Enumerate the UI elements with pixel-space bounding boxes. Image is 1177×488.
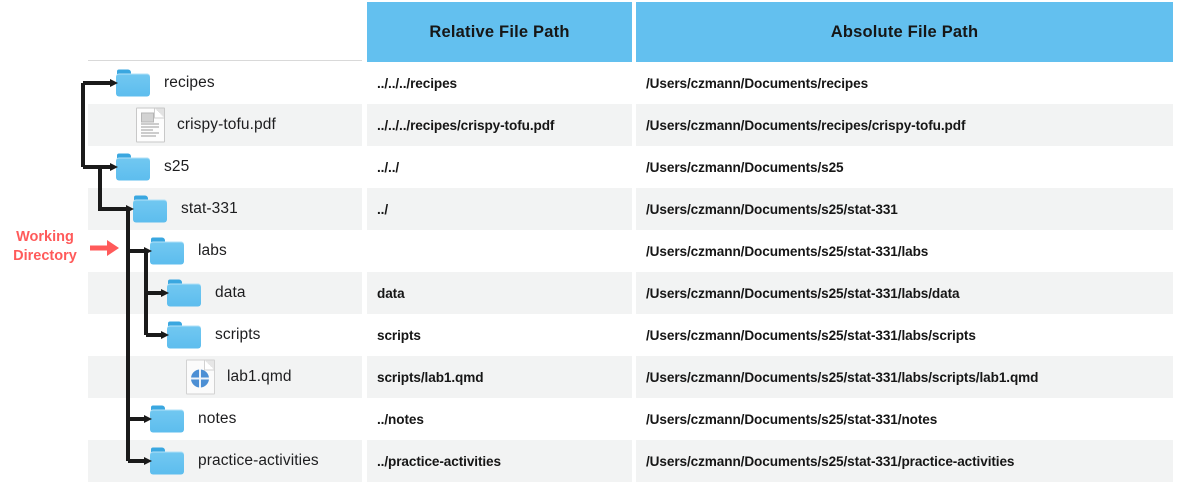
tree-item-label: practice-activities: [198, 452, 319, 469]
tree-row[interactable]: practice-activities: [88, 440, 362, 482]
cell-absolute-path: /Users/czmann/Documents/s25/stat-331: [636, 188, 1173, 230]
tree-item-label: lab1.qmd: [227, 368, 292, 385]
table-row: ../notes /Users/czmann/Documents/s25/sta…: [367, 398, 1173, 440]
table-row: ../../ /Users/czmann/Documents/s25: [367, 146, 1173, 188]
cell-relative-path: ../../: [377, 159, 400, 175]
cell-absolute-path: /Users/czmann/Documents/s25/stat-331/lab…: [646, 327, 976, 343]
tree-row[interactable]: stat-331: [88, 188, 362, 230]
tree-row[interactable]: s25: [88, 146, 362, 188]
tree-row[interactable]: data: [88, 272, 362, 314]
cell-relative-path: ../notes: [377, 411, 424, 427]
tree-row[interactable]: recipes: [88, 62, 362, 104]
table-row: ../ /Users/czmann/Documents/s25/stat-331: [367, 188, 1173, 230]
cell-relative-path: scripts/lab1.qmd: [367, 356, 632, 398]
pdf-document-icon: [136, 107, 165, 143]
tree-row[interactable]: notes: [88, 398, 362, 440]
cell-absolute-path: /Users/czmann/Documents/s25/stat-331/not…: [646, 411, 938, 427]
folder-icon: [133, 195, 167, 223]
tree-item-label: s25: [164, 158, 190, 175]
table-row: ../practice-activities /Users/czmann/Doc…: [367, 440, 1173, 482]
folder-icon: [150, 237, 184, 265]
cell-absolute-path: /Users/czmann/Documents/s25: [646, 159, 844, 175]
tree-item-label: stat-331: [181, 200, 238, 217]
table-row: ../../../recipes/crispy-tofu.pdf /Users/…: [367, 104, 1173, 146]
folder-icon: [167, 321, 201, 349]
working-directory-line-2: Directory: [13, 248, 77, 264]
folder-icon: [167, 279, 201, 307]
tree-item-label: data: [215, 284, 246, 301]
tree-top-divider: [88, 60, 362, 61]
tree-item-label: labs: [198, 242, 227, 259]
cell-absolute-path: /Users/czmann/Documents/recipes/crispy-t…: [636, 104, 1173, 146]
tree-item-label: scripts: [215, 326, 261, 343]
cell-absolute-path: /Users/czmann/Documents/s25/stat-331/lab…: [636, 356, 1173, 398]
table-row: data /Users/czmann/Documents/s25/stat-33…: [367, 272, 1173, 314]
tree-row[interactable]: scripts: [88, 314, 362, 356]
table-row: scripts /Users/czmann/Documents/s25/stat…: [367, 314, 1173, 356]
cell-relative-path: data: [367, 272, 632, 314]
table-row: ../../../recipes /Users/czmann/Documents…: [367, 62, 1173, 104]
tree-row[interactable]: lab1.qmd: [88, 356, 362, 398]
cell-absolute-path: /Users/czmann/Documents/s25/stat-331/pra…: [636, 440, 1173, 482]
table-row: scripts/lab1.qmd /Users/czmann/Documents…: [367, 356, 1173, 398]
table-row: /Users/czmann/Documents/s25/stat-331/lab…: [367, 230, 1173, 272]
cell-relative-path: ../../../recipes/crispy-tofu.pdf: [367, 104, 632, 146]
directory-tree-panel: recipes crispy-tofu.pdf s25 stat-331: [0, 0, 362, 488]
cell-relative-path: scripts: [377, 327, 421, 343]
column-header-relative-file-path: Relative File Path: [367, 2, 632, 62]
cell-absolute-path: /Users/czmann/Documents/s25/stat-331/lab…: [636, 272, 1173, 314]
tree-row[interactable]: crispy-tofu.pdf: [88, 104, 362, 146]
tree-item-label: recipes: [164, 74, 215, 91]
file-path-table: Relative File Path Absolute File Path ..…: [367, 2, 1173, 482]
cell-relative-path: ../: [367, 188, 632, 230]
folder-icon: [116, 69, 150, 97]
cell-absolute-path: /Users/czmann/Documents/s25/stat-331/lab…: [646, 243, 929, 259]
cell-absolute-path: /Users/czmann/Documents/recipes: [646, 75, 869, 91]
working-directory-line-1: Working: [16, 229, 74, 245]
tree-item-label: crispy-tofu.pdf: [177, 116, 276, 133]
table-header-row: Relative File Path Absolute File Path: [367, 2, 1173, 62]
right-arrow-icon: [90, 240, 119, 256]
qmd-document-icon: [186, 359, 215, 395]
tree-item-label: notes: [198, 410, 237, 427]
working-directory-annotation: Working Directory: [4, 228, 86, 266]
cell-relative-path: ../../../recipes: [377, 75, 458, 91]
cell-relative-path: [367, 230, 632, 272]
tree-row-working-directory[interactable]: labs: [88, 230, 362, 272]
column-header-absolute-file-path: Absolute File Path: [636, 2, 1173, 62]
folder-icon: [116, 153, 150, 181]
folder-icon: [150, 405, 184, 433]
cell-relative-path: ../practice-activities: [367, 440, 632, 482]
folder-icon: [150, 447, 184, 475]
